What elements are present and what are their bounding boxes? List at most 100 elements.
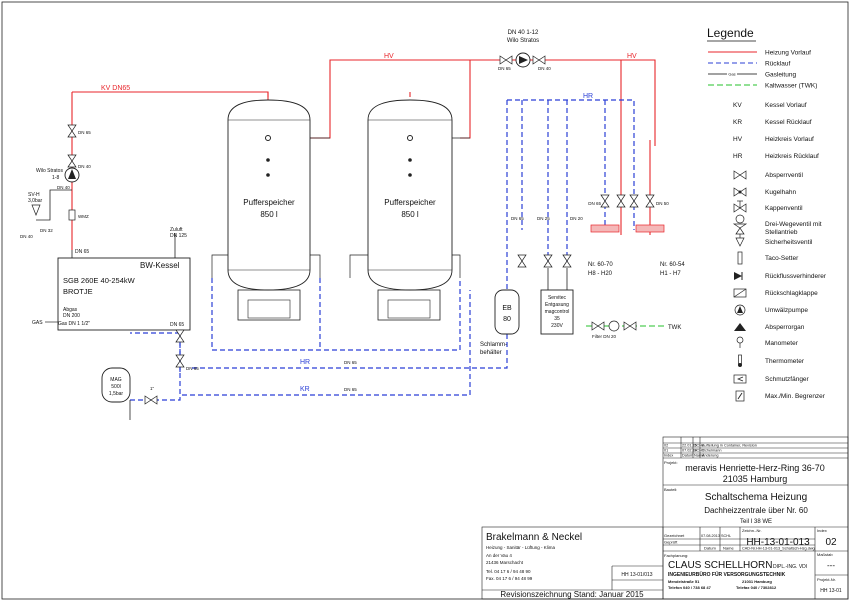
top-pump-dn40: DN 40 [538,66,551,71]
revision-cell: 01 [664,449,668,453]
filter-label: Filter DN 20 [592,334,617,339]
mag-2: 500l [111,384,120,390]
wmz-label: WMZ [78,214,89,219]
legend-line-label: Heizung Vorlauf [765,50,811,57]
revision-cell: Tichelmann [702,449,722,453]
datum-label: Datum [704,546,716,551]
rev-header-name: Name [694,454,704,458]
zeichn-label: Zeichn.-Nr. [742,528,762,533]
legend-symbol-label: Manometer [765,340,799,347]
boiler-brand: BROTJE [63,287,93,296]
projekt-line1: meravis Henriette-Herz-Ring 36-70 [685,463,825,473]
legend-abbr-label: Heizkreis Vorlauf [765,136,814,143]
company-tel: Tel. 04 17 6 / 94 48 90 [486,569,531,574]
bauteil-label: Bauteil: [664,487,677,492]
sv-pressure: 3,0bar [28,198,43,204]
cad-label: CAD-Nr. [742,547,756,551]
buffer-tank-2: Pufferspeicher 850 l [367,99,453,321]
servitec-4: 35 [554,316,560,322]
legend-line-entry: Heizung Vorlauf [708,50,811,57]
sv-dn32: DN 32 [40,228,53,233]
left-dn40: DN 40 [78,164,91,169]
tank-2-volume: 850 l [401,210,419,219]
revision-cell: SCHL [694,449,704,453]
legend-line-label: Rücklauf [765,61,790,68]
circuit-dn65: DN 65 [588,201,601,206]
top-pump-dn: DN 40 1-12 [508,30,539,36]
planner-title: DIPL.-ING. VDI [773,564,807,570]
zuluft-dn: DN 125 [170,233,187,239]
circuit-valves [517,194,665,268]
hr-dn65: DN 65 [344,360,357,365]
servitec-dn25: DN 25 [537,216,550,221]
expansion-vessel: MAG 500l 1,5bar 1" [101,367,158,405]
sludge-container: EB 80 Schlamm- behälter [480,289,520,356]
boiler-abgas: Abgas [63,307,78,313]
gate-valve-icon: Absperrventil [733,170,803,180]
legend-symbol-label: Umwälzpumpe [765,307,808,314]
cap-valve-icon: Kappenventil [733,200,803,213]
tank-2-name: Pufferspeicher [384,198,436,207]
legend-symbol-label: Kugelhahn [765,189,796,196]
rev-header-index: Index [664,454,673,458]
planner-office: INGENIEURBÜRO FÜR VERSORGUNGSTECHNIK [668,571,786,578]
legend-abbr-label: Kessel Rücklauf [765,119,812,126]
index-value: 02 [825,537,837,548]
legend-symbol-label: Rückflussverhinderer [765,273,827,280]
top-pump-name: Wilo Stratos [507,38,539,44]
company-number: HH 13-01/013 [621,572,652,578]
rev-header-change: Änderung [702,454,718,458]
servitec-3: magcontrol [545,309,570,315]
safety-valve: SV-H 3,0bar DN 32 DN 40 [20,192,53,239]
hr-top-label: HR [583,93,593,100]
drawing-subtitle2: Teil I 38 WE [740,519,772,525]
revision-cell: SCHL [694,444,704,448]
drawing-title: Schaltschema Heizung [705,492,807,503]
zuluft-label: Zuluft [170,227,183,233]
buffer-tank-1: Pufferspeicher 850 l [227,99,311,321]
drawing-subtitle: Dachheizzentrale über Nr. 60 [704,506,808,515]
company-sub: Heizung - Sanitär - Lüftung - Klima [486,545,556,550]
left-pump-name: Wilo Stratos [36,168,63,174]
servitec-unit: Servitec Entgasung magcontrol 35 230V [540,289,574,335]
legend-symbol-label: Schmutzfänger [765,376,810,383]
hv-right-label: HV [627,53,637,60]
boiler: BW-Kessel SGB 260E 40-254kW BROTJE Abgas… [32,227,191,331]
gezeichnet-label: Gezeichnet [664,533,685,538]
non-return-flap-icon: Rückschlagklappe [733,288,818,298]
boiler-abgas-dn: DN 200 [63,313,80,319]
legend-gas-tag: Gas [728,72,735,77]
rev-header-date: Datum [682,454,693,458]
title-block [481,436,849,600]
legend-abbr-label: Heizkreis Rücklauf [765,153,819,160]
legend-abbr-code: HV [733,136,743,143]
massstab-value: --- [827,561,835,570]
gezeichnet-name: SCHL [721,534,731,538]
legend-abbr-entry: KR Kessel Rücklauf [733,119,812,126]
manometer-icon: Manometer [736,336,799,348]
projekt-label: Projekt: [664,460,678,465]
twk-label: TWK [668,325,681,331]
revision-stand: Revisionszeichnung Stand: Januar 2015 [500,590,644,599]
legend-symbol-label: Max./Min. Begrenzer [765,393,826,400]
left-dn40b: DN 40 [57,185,70,190]
legend-abbr-code: KR [733,119,742,126]
mag-1: MAG [110,377,122,383]
sludge-label: Schlamm- [480,342,507,348]
left-pump: Wilo Stratos 1-8 DN 65 DN 40 DN 40 WMZ [36,124,91,221]
planner-addr2: 21031 Hamburg [742,579,772,584]
hr-bottom-label: HR [300,359,310,366]
left-pump-size: 1-8 [52,175,59,181]
sv-name: SV-H [28,192,40,198]
sludge-label2: behälter [480,350,502,356]
ball-valve-icon: Kugelhahn [733,187,796,197]
pipe-labels: KV DN65 HV HV HR HR KR DN 65 DN 65 [101,53,637,393]
legend-symbol-label: Absperrorgan [765,324,805,331]
circuit-left-label: Nr. 60-70 [588,262,613,268]
legend-title: Legende [707,26,754,40]
circuit-dn50: DN 50 [656,201,669,206]
revision-cell: Aufteilung in Container, Revision [702,444,757,448]
taco-setter-icon: Taco-Setter [737,251,799,265]
cad-value: HH-13-01-013_Schaltsch-Hzg.dwg [756,547,815,551]
